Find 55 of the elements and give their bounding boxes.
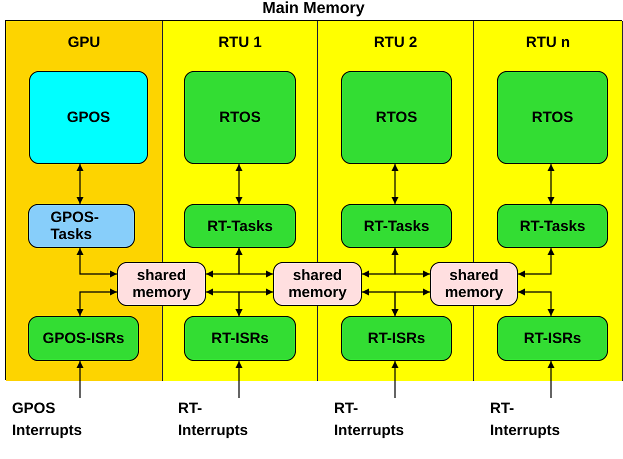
arrow — [392, 248, 430, 278]
box-label: RTOS — [532, 109, 574, 126]
box-label: RTOS — [376, 109, 418, 126]
task-box — [497, 204, 608, 248]
arrow — [76, 248, 117, 278]
isr-box — [184, 316, 296, 361]
column-heading: RTU 1 — [218, 34, 262, 51]
box-label: RTOS — [219, 109, 261, 126]
os-box — [341, 71, 452, 164]
arrow — [518, 288, 554, 316]
box-label: GPOS — [66, 109, 110, 126]
box-label: RT-Tasks — [520, 218, 586, 234]
column-heading: RTU n — [526, 34, 570, 51]
interrupt-label: RT- Interrupts — [178, 399, 250, 441]
box-label: shared memory — [287, 267, 348, 301]
column-heading: GPU — [68, 34, 100, 51]
os-box — [29, 71, 148, 164]
arrow — [76, 288, 117, 316]
box-label: RT-ISRs — [524, 330, 582, 347]
isr-box — [341, 316, 452, 361]
arrow — [548, 361, 554, 398]
task-box — [184, 204, 296, 248]
os-box — [497, 71, 608, 164]
interrupt-label: RT- Interrupts — [334, 399, 406, 441]
arrow — [236, 164, 242, 204]
os-box — [184, 71, 296, 164]
box-label: shared memory — [131, 267, 192, 301]
task-box — [28, 204, 135, 248]
arrow — [76, 164, 84, 204]
arrow — [392, 288, 430, 316]
task-box — [341, 204, 452, 248]
arrow — [518, 248, 554, 278]
arrow — [392, 361, 398, 398]
isr-box — [497, 316, 608, 361]
interrupt-label: RT- Interrupts — [490, 399, 562, 441]
box-label: GPOS- Tasks — [50, 209, 100, 243]
memory-title: Main Memory — [261, 0, 366, 18]
shared-memory-box — [430, 262, 518, 306]
arrow — [236, 248, 273, 278]
box-label: RT-Tasks — [364, 218, 430, 234]
column-heading: RTU 2 — [374, 34, 418, 51]
arrow — [76, 361, 84, 398]
arrow — [236, 361, 242, 398]
box-label: RT-ISRs — [211, 330, 269, 347]
shared-memory-box — [117, 262, 206, 306]
box-label: RT-Tasks — [207, 218, 273, 234]
shared-memory-box — [273, 262, 362, 306]
arrow — [392, 164, 398, 204]
box-label: shared memory — [444, 267, 504, 301]
box-label: GPOS-ISRs — [42, 330, 124, 347]
interrupt-label: GPOS Interrupts — [12, 399, 84, 441]
isr-box — [28, 316, 139, 361]
arrow — [236, 288, 273, 316]
box-label: RT-ISRs — [368, 330, 426, 347]
arrow — [548, 164, 554, 204]
